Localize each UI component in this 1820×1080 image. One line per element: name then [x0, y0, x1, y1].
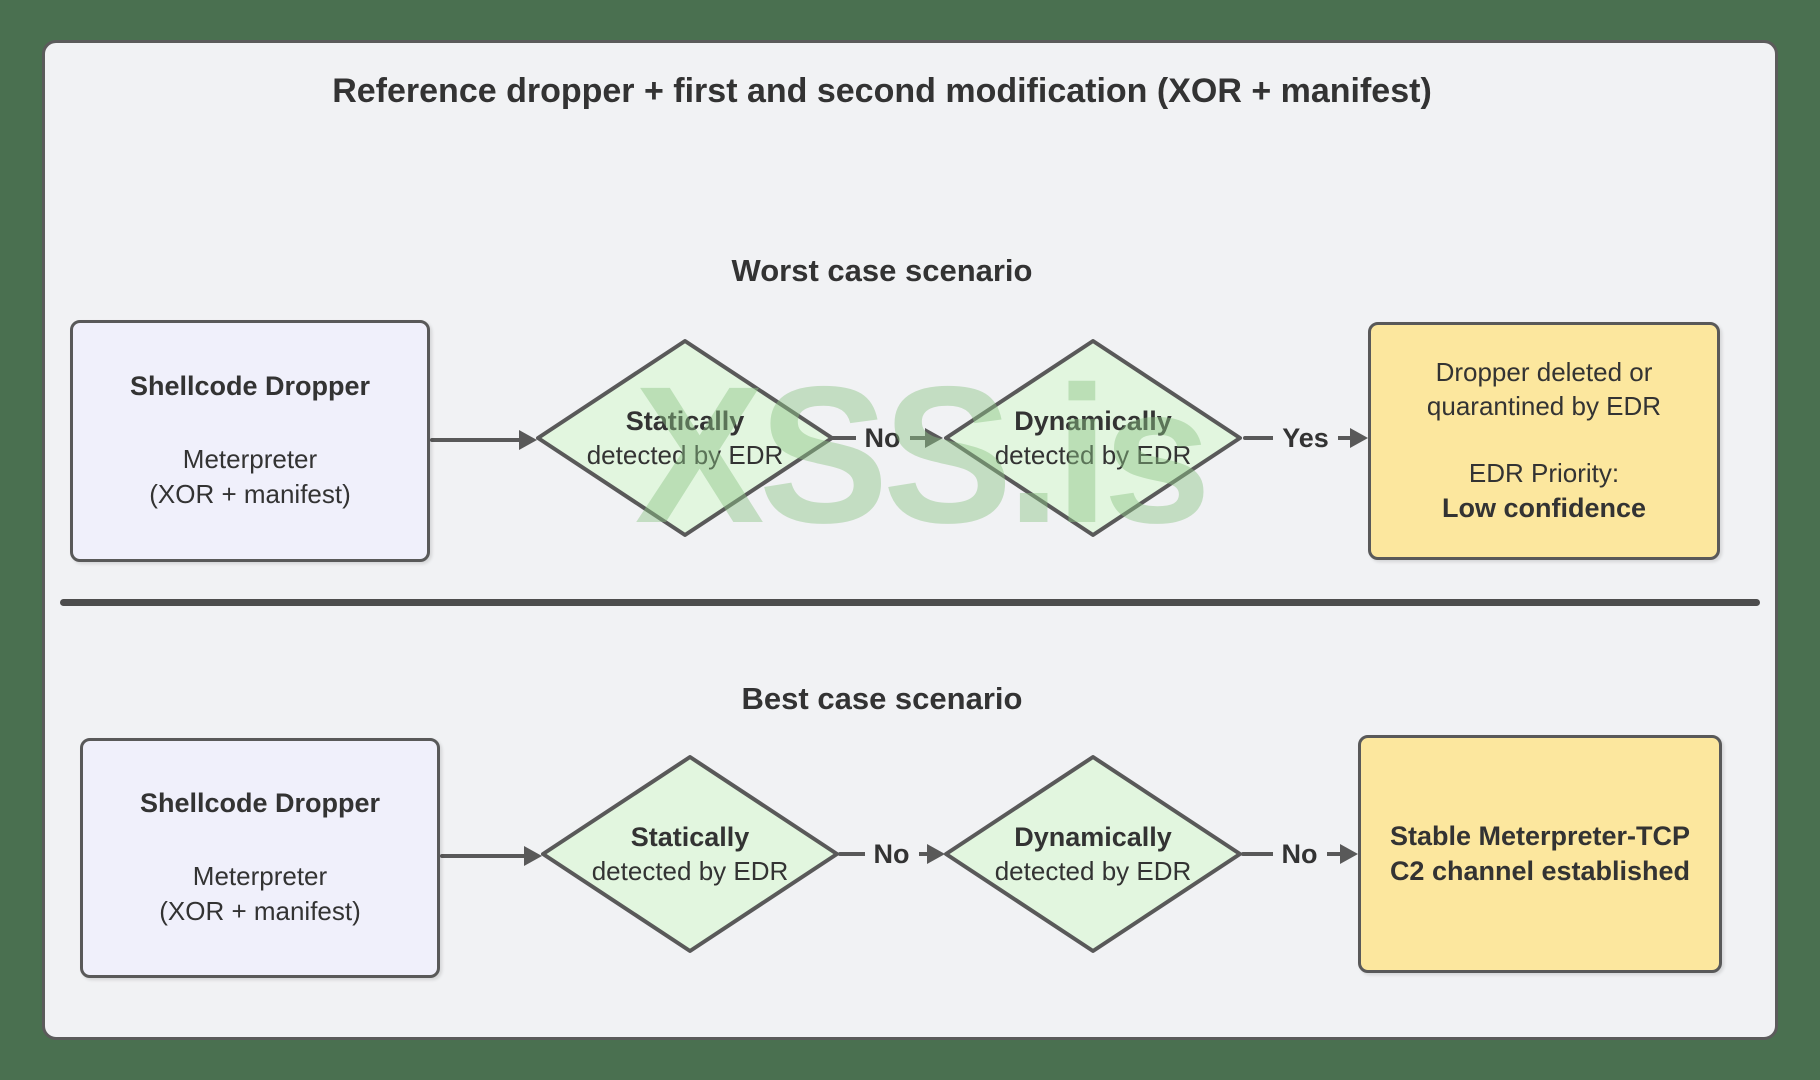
- worst-dropper-to-static-arrow: [430, 415, 537, 465]
- worst-static-to-dynamic-arrow: No: [822, 413, 943, 463]
- arrowhead-icon: [524, 846, 542, 866]
- worst-dynamically-detected-decision: Dynamically detected by EDR: [943, 338, 1243, 538]
- decision-rest: detected by EDR: [586, 439, 784, 470]
- worst-dynamic-to-result-arrow: Yes: [1243, 413, 1368, 463]
- dropper-payload: Meterpreter: [182, 444, 318, 475]
- diagram-title: Reference dropper + first and second mod…: [332, 72, 1432, 110]
- best-dynamically-detected-decision: Dynamically detected by EDR: [943, 754, 1243, 954]
- arrowhead-icon: [927, 844, 945, 864]
- decision-rest: detected by EDR: [994, 439, 1192, 470]
- dropper-title: Shellcode Dropper: [139, 788, 381, 819]
- decision-emphasis: Statically: [625, 405, 745, 436]
- best-dropper-to-static-arrow: [440, 831, 542, 881]
- best-shellcode-dropper-node: Shellcode Dropper Meterpreter (XOR + man…: [80, 738, 440, 978]
- decision-rest: detected by EDR: [994, 855, 1192, 886]
- dropper-modifications: (XOR + manifest): [149, 478, 351, 509]
- decision-emphasis: Dynamically: [1014, 821, 1172, 852]
- best-static-to-dynamic-arrow: No: [838, 829, 945, 879]
- result-line2: quarantined by EDR: [1426, 390, 1662, 421]
- best-result-node: Stable Meterpreter-TCP C2 channel establ…: [1358, 735, 1722, 973]
- arrowhead-icon: [1350, 428, 1368, 448]
- arrow-line: [440, 854, 530, 858]
- arrow-line: [430, 438, 525, 442]
- worst-result-node: Dropper deleted or quarantined by EDR ED…: [1368, 322, 1720, 560]
- result-line2: C2 channel established: [1389, 856, 1691, 886]
- decision-emphasis: Dynamically: [1014, 405, 1172, 436]
- edge-label-no: No: [1272, 838, 1327, 870]
- worst-statically-detected-decision: Statically detected by EDR: [535, 338, 835, 538]
- decision-rest: detected by EDR: [591, 855, 789, 886]
- arrowhead-icon: [519, 430, 537, 450]
- scenario-divider: [60, 599, 1760, 606]
- result-line1: Stable Meterpreter-TCP: [1389, 820, 1691, 851]
- edge-label-no: No: [864, 838, 919, 870]
- diamond-shape: [541, 755, 839, 953]
- best-statically-detected-decision: Statically detected by EDR: [540, 754, 840, 954]
- dropper-payload: Meterpreter: [192, 861, 328, 892]
- best-case-heading: Best case scenario: [741, 681, 1023, 716]
- edge-label-no: No: [855, 422, 910, 454]
- dropper-title: Shellcode Dropper: [129, 371, 371, 402]
- diamond-shape: [944, 755, 1242, 953]
- worst-case-heading: Worst case scenario: [731, 253, 1033, 288]
- arrowhead-icon: [1340, 844, 1358, 864]
- edr-priority-label: EDR Priority:: [1468, 458, 1620, 489]
- diamond-shape: [944, 339, 1242, 537]
- arrowhead-icon: [925, 428, 943, 448]
- edge-label-yes: Yes: [1273, 422, 1338, 454]
- dropper-modifications: (XOR + manifest): [159, 895, 361, 926]
- result-line1: Dropper deleted or: [1435, 356, 1653, 387]
- edr-priority-value: Low confidence: [1441, 493, 1647, 524]
- worst-shellcode-dropper-node: Shellcode Dropper Meterpreter (XOR + man…: [70, 320, 430, 562]
- best-dynamic-to-result-arrow: No: [1241, 829, 1358, 879]
- decision-emphasis: Statically: [630, 821, 750, 852]
- diamond-shape: [536, 339, 834, 537]
